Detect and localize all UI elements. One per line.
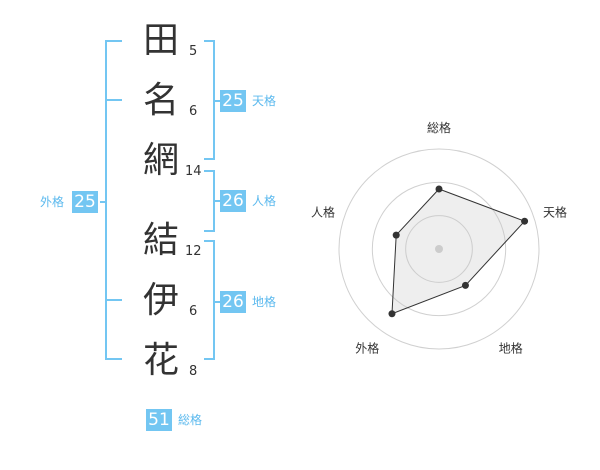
name-char-2: 名	[142, 80, 179, 121]
radar-point-5	[392, 231, 400, 239]
tenkaku-label: 天格	[252, 94, 277, 108]
name-char-5: 伊	[142, 280, 179, 321]
stroke-count-4: 12	[185, 244, 202, 259]
tenkaku-value: 25	[220, 90, 246, 112]
radar-axis-label-3: 地格	[499, 341, 523, 356]
name-char-4: 結	[142, 220, 179, 261]
radar-ring-2	[371, 181, 507, 317]
stroke-count-1: 5	[189, 44, 198, 59]
gaikaku-value: 25	[72, 191, 98, 213]
radar-center-point	[435, 245, 443, 253]
radar-point-2	[521, 217, 529, 225]
radar-series-polygon	[391, 188, 526, 315]
radar-ring-1	[405, 215, 473, 283]
stroke-count-3: 14	[185, 164, 202, 179]
soukaku-value: 51	[146, 409, 172, 431]
radar-axis-label-5: 人格	[311, 204, 335, 219]
jinkaku-value: 26	[220, 190, 246, 212]
stroke-count-5: 6	[189, 304, 198, 319]
chikaku-value: 26	[220, 291, 246, 313]
radar-ring-3	[338, 148, 540, 350]
radar-axis-label-1: 総格	[427, 120, 451, 135]
jinkaku-label: 人格	[252, 194, 277, 208]
name-char-1: 田	[142, 20, 179, 61]
gaikaku-label: 外格	[40, 195, 65, 209]
stroke-count-2: 6	[189, 104, 198, 119]
radar-point-1	[435, 185, 443, 193]
name-char-3: 網	[142, 140, 179, 181]
radar-point-3	[461, 281, 469, 289]
chikaku-label: 地格	[252, 295, 277, 309]
stroke-count-6: 8	[189, 364, 198, 379]
name-char-6: 花	[142, 340, 179, 381]
radar-point-4	[388, 310, 396, 318]
radar-axis-label-4: 外格	[355, 341, 379, 356]
gaikaku-bracket	[105, 40, 122, 360]
soukaku-label: 総格	[178, 413, 203, 427]
chikaku-bracket	[204, 240, 215, 360]
radar-axis-label-2: 天格	[543, 204, 567, 219]
